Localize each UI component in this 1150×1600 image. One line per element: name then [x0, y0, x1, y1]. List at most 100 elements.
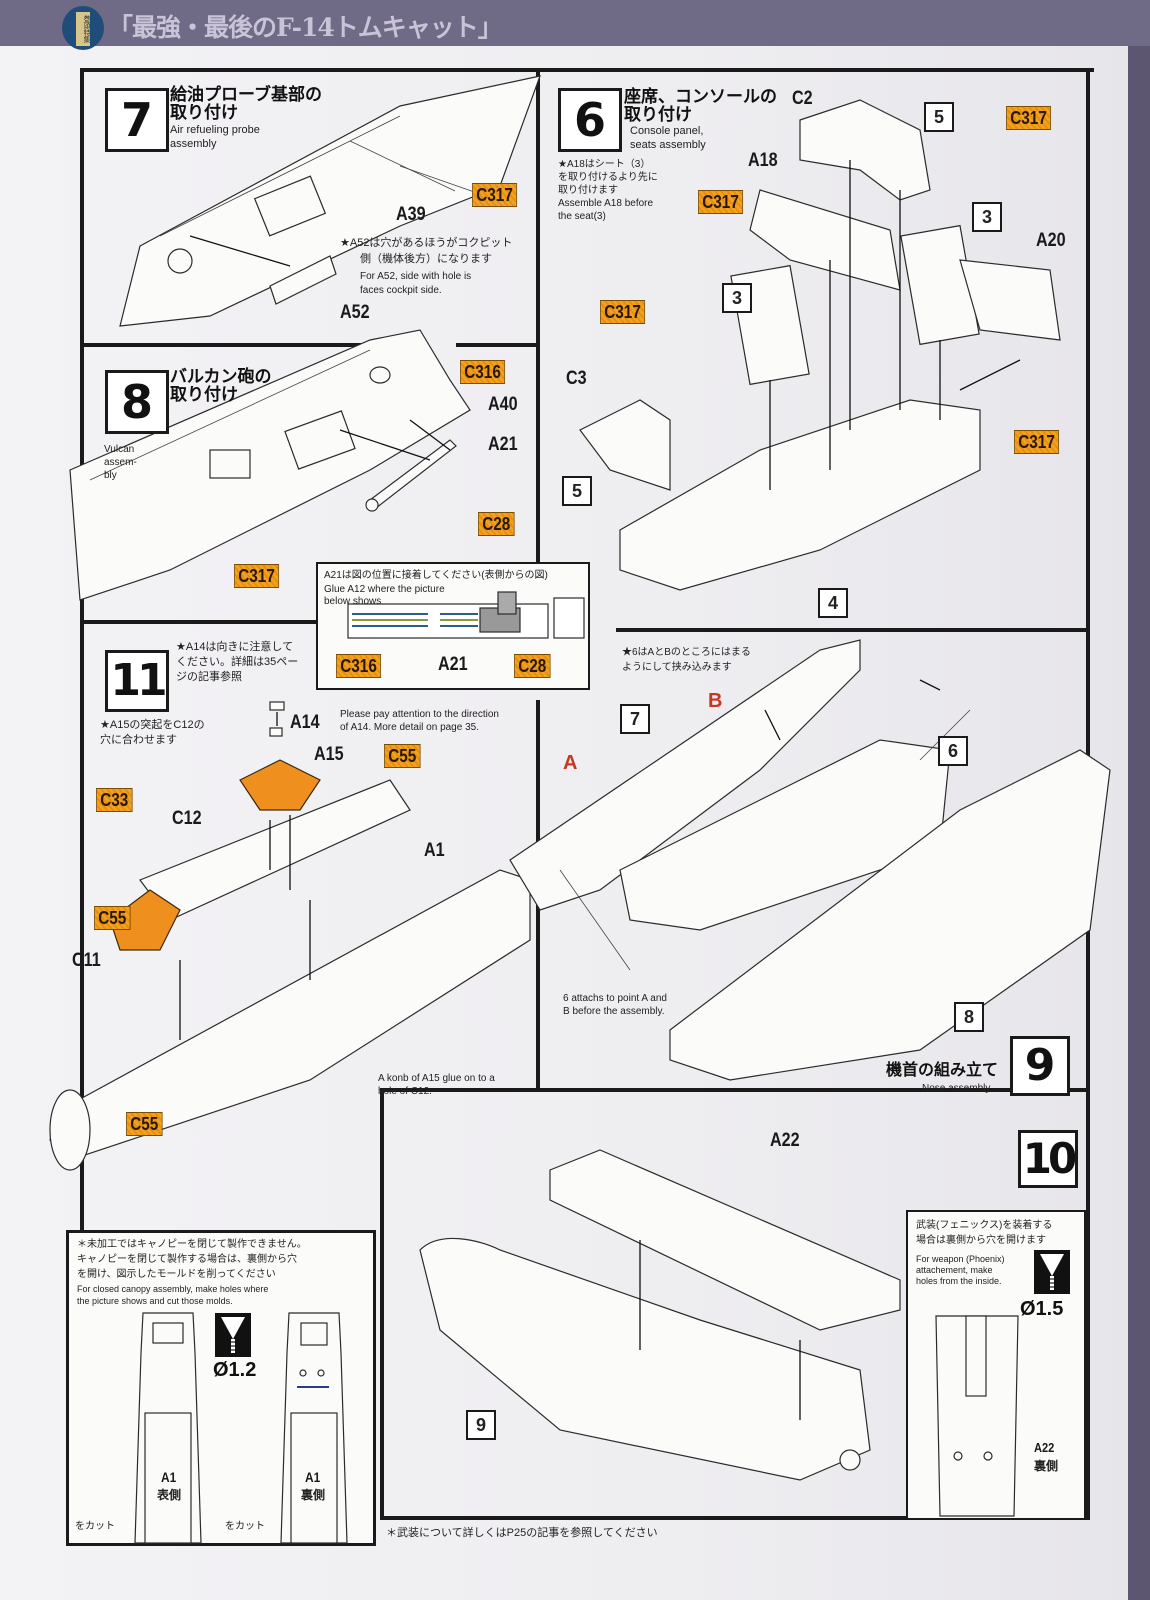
ref-step-8: 8 — [954, 1002, 984, 1032]
drill-diameter: Ø1.5 — [1020, 1298, 1064, 1320]
canopy-left-side: 表側 — [157, 1488, 182, 1502]
divider — [456, 343, 538, 347]
callout-part-a21: A21 — [438, 654, 468, 675]
cut-label-right: をカット — [225, 1521, 265, 1532]
ref-step-6: 6 — [938, 736, 968, 766]
paint-code-c317: C317 — [600, 300, 646, 324]
step-7-note-en: For A52, side with hole is faces cockpit… — [360, 271, 472, 296]
vulcan-glue-callout: A21は図の位置に接着してください(表側からの図) Glue A12 where… — [316, 562, 590, 690]
cockpit-tub-assembly-drawing — [579, 99, 1061, 591]
callout-side-label: 裏側 — [1034, 1459, 1059, 1473]
ref-step-5: 5 — [562, 476, 592, 506]
paint-code-c316: C316 — [460, 360, 506, 384]
step-8-title-en: Vulcan assem- bly — [104, 444, 137, 481]
paint-code-c55: C55 — [384, 744, 421, 768]
step-number-7: 7 — [105, 88, 169, 152]
paint-code-c317: C317 — [234, 564, 280, 588]
fuselage-part-a39-drawing — [119, 75, 541, 327]
part-label-c11: C11 — [72, 950, 101, 971]
ref-step-5: 5 — [924, 102, 954, 132]
part-label-a14: A14 — [290, 712, 320, 733]
step-6-title-en: Console panel, seats assembly — [630, 125, 706, 151]
part-label-a20: A20 — [1036, 230, 1066, 251]
feature-badge: 巻頭特集 — [62, 6, 104, 50]
part-a1-back-side — [280, 1312, 348, 1544]
lower-fuselage-drawing — [419, 1149, 901, 1481]
footnote: ＊武装について詳しくはP25の記事を参照してください — [386, 1527, 658, 1539]
drill-bit-icon — [215, 1313, 251, 1357]
canopy-note-en: For closed canopy assembly, make holes w… — [77, 1284, 269, 1306]
canopy-note-jp: ＊未加工ではキャノピーを閉じて製作できません。 キャノピーを閉じて製作する場合は… — [77, 1239, 307, 1280]
part-a22-underside — [935, 1315, 1019, 1517]
cockpit-fuselage-a1-drawing — [49, 759, 531, 1171]
phoenix-holes-callout: 武装(フェニックス)を装着する 場合は裏側から穴を開けます For weapon… — [906, 1210, 1086, 1520]
canopy-right-side: 裏側 — [301, 1488, 326, 1502]
part-label-a40: A40 — [488, 394, 518, 415]
step-11-note-1-jp: ★A14は向きに注意して ください。詳細は35ペー ジの記事参照 — [176, 641, 299, 683]
paint-code-c317: C317 — [472, 183, 518, 207]
nose-assembly-drawing — [509, 639, 1111, 1081]
part-label-c12: C12 — [172, 808, 202, 829]
callout-note-en: Glue A12 where the picture below shows — [324, 584, 445, 607]
paint-code-c33: C33 — [96, 788, 133, 812]
paint-code-c317: C317 — [1014, 430, 1060, 454]
closed-canopy-callout: ＊未加工ではキャノピーを閉じて製作できません。 キャノピーを閉じて製作する場合は… — [66, 1230, 376, 1546]
part-label-a39: A39 — [396, 204, 426, 225]
step-number-9: 9 — [1010, 1036, 1070, 1096]
divider — [380, 1088, 1090, 1092]
part-label-c3: C3 — [566, 368, 587, 389]
paint-code-c55: C55 — [126, 1112, 163, 1136]
part-a1-front-side — [134, 1312, 202, 1544]
step-9-title-jp: 機首の組み立て — [886, 1062, 999, 1079]
step-number-11: 11 — [105, 650, 169, 712]
step-11-note-1-en: Please pay attention to the direction of… — [340, 709, 499, 733]
point-b-label: B — [708, 690, 723, 712]
ref-step-7: 7 — [620, 704, 650, 734]
step-6-title-jp: 座席、コンソールの 取り付け — [624, 87, 777, 124]
ref-step-3: 3 — [972, 202, 1002, 232]
part-label-a18: A18 — [748, 150, 778, 171]
point-a-label: A — [563, 752, 578, 774]
part-label-a15: A15 — [314, 744, 344, 765]
step-8-title-jp: バルカン砲の 取り付け — [170, 367, 272, 404]
divider — [80, 620, 320, 624]
step-11-note-2-jp: ★A15の突起をC12の 穴に合わせます — [100, 719, 205, 746]
ref-step-9: 9 — [466, 1410, 496, 1440]
part-label-a21: A21 — [488, 434, 518, 455]
divider — [380, 1088, 384, 1518]
drill-diameter: Ø1.2 — [213, 1359, 257, 1381]
callout-paint-c316: C316 — [336, 654, 382, 678]
paint-code-c317: C317 — [1006, 106, 1052, 130]
cut-label-left: をカット — [75, 1521, 115, 1532]
callout-note-en: For weapon (Phoenix) attachement, make h… — [916, 1254, 1005, 1286]
step-number-10: 10 — [1018, 1130, 1078, 1188]
step-7-note-jp: ★A52は穴があるほうがコクピット 側（機体後方）になります — [340, 237, 513, 265]
divider — [80, 343, 370, 347]
part-a14-a15-sketch — [269, 701, 285, 737]
step-9-note-en: 6 attachs to point A and B before the as… — [563, 993, 667, 1017]
part-label-a22: A22 — [770, 1130, 800, 1151]
panel-frame-top — [80, 68, 1094, 1542]
step-number-8: 8 — [105, 370, 169, 434]
drill-bit-icon — [1034, 1250, 1070, 1294]
part-label-c2: C2 — [792, 88, 813, 109]
feature-title: 「最強・最後のF-14トムキャット」 — [108, 13, 503, 42]
step-number-6: 6 — [558, 88, 622, 152]
paint-code-c55: C55 — [94, 906, 131, 930]
part-label-a1: A1 — [424, 840, 445, 861]
callout-note-jp: 武装(フェニックス)を装着する 場合は裏側から穴を開けます — [916, 1220, 1053, 1246]
divider — [616, 628, 1090, 632]
fuselage-part-vulcan-drawing — [69, 329, 471, 601]
step-9-note-jp: ★6はAとBのところにはまる ようにして挟み込みます — [622, 647, 751, 673]
step-7-title-en: Air refueling probe assembly — [170, 124, 260, 150]
step-7-title-jp: 給油プローブ基部の 取り付け — [170, 85, 322, 122]
divider — [536, 68, 540, 628]
canopy-right-part: A1 — [305, 1469, 321, 1485]
step-6-note: ★A18はシート（3） を取り付けるより先に 取り付けます Assemble A… — [558, 159, 658, 222]
ref-step-3: 3 — [722, 283, 752, 313]
paint-code-c317: C317 — [698, 190, 744, 214]
canopy-left-part: A1 — [161, 1469, 177, 1485]
magazine-header: 巻頭特集 「最強・最後のF-14トムキャット」 — [0, 0, 1150, 50]
step-9-title-en: Nose assembly — [922, 1083, 991, 1094]
part-label-a52: A52 — [340, 302, 370, 323]
